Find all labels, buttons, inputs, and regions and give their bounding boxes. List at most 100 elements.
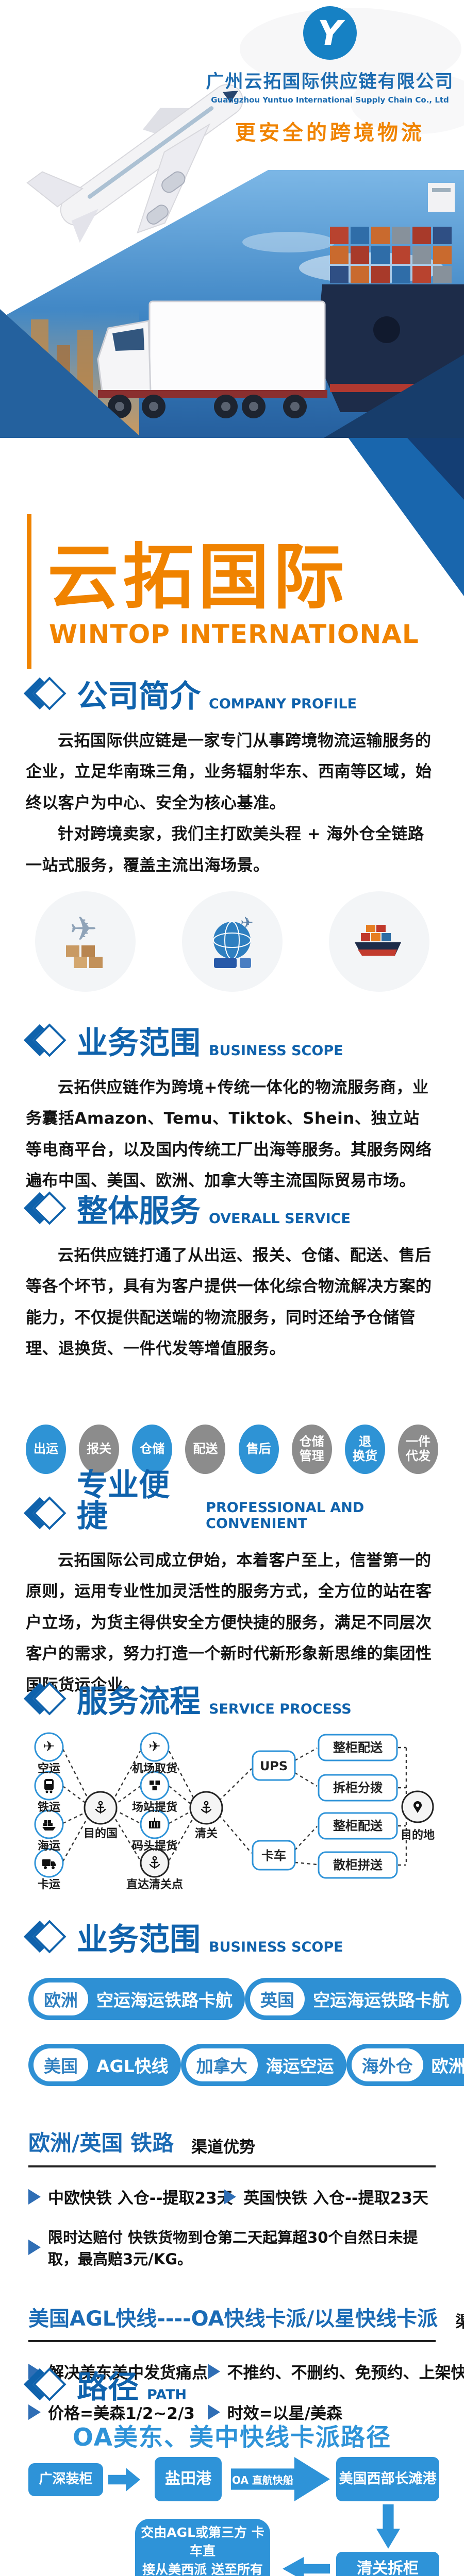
scope-pill: 英国 空运海运铁路卡航 [245,1978,461,2020]
svg-text:✈: ✈ [70,910,97,948]
poster-title-en: WINTOP INTERNATIONAL [49,619,419,649]
service-badge: 出运 [26,1425,66,1474]
logo-letter: Y [318,13,342,53]
section-heading: 专业便捷 PROFESSIONAL AND CONVENIENT [23,1470,464,1532]
section-title-en: BUSINESS SCOPE [209,1042,343,1059]
rail-advantage: 欧洲/英国 铁路 渠道优势 中欧快铁 入仓--提取23天 英国快铁 入仓--提取… [28,2126,436,2269]
service-process-diagram: ✈ [34,1732,435,1891]
pill-desc: 空运海运铁路卡航 [96,1990,233,2010]
svg-text:整柜配送: 整柜配送 [333,1740,383,1755]
sea-freight-image [328,891,429,992]
divider [28,2340,436,2342]
service-badges-row: 出运 报关 仓储 配送 售后 仓储 管理 退 换货 一件 代发 [26,1425,438,1474]
triangle-bullet-icon [28,2240,41,2255]
global-transport-image: ✈ [181,891,283,992]
poster-title-cn: 云拓国际 [47,536,349,619]
triangle-bullet-icon [224,2189,237,2205]
svg-text:码头提货: 码头提货 [132,1839,177,1853]
section-title-en: OVERALL SERVICE [209,1210,351,1227]
section-company-profile: 公司简介 COMPANY PROFILE 云拓国际供应链是一家专门从事跨境物流运… [0,670,464,891]
bullet-item: 价格=美森1/2~2/3 [28,2400,208,2424]
hero-photo-collage [0,0,464,438]
scope-pills-row-2: 美国 AGL快线 加拿大 海运空运 海外仓 欧洲美国 [28,2044,464,2086]
hero: Y 广州云拓国际供应链有限公司 Guangzhou Yuntuo Interna… [0,0,464,438]
pill-region: 海外仓 [351,2048,423,2081]
section-title-en: PROFESSIONAL AND CONVENIENT [206,1499,364,1532]
section-heading: 业务范围 BUSINESS SCOPE [23,1918,464,1958]
section-title-cn: 整体服务 [77,1193,201,1229]
bullet-item: 限时达赔付 快铁货物到仓第二天起算超30个自然日未提取，最高赔3元/KG。 [28,2226,436,2269]
service-badge: 报关 [79,1425,120,1474]
section-professional: 专业便捷 PROFESSIONAL AND CONVENIENT 云拓国际公司成… [0,1470,464,1694]
scope-pills-row-1: 欧洲 空运海运铁路卡航 英国 空运海运铁路卡航 [28,1978,461,2020]
title-band: 云拓国际 WINTOP INTERNATIONAL [0,438,464,670]
transport-mode-nodes: 空运 铁运 海运 卡运 [34,1732,64,1891]
bullet-item: 英国快铁 入仓--提取23天 [224,2185,428,2208]
section-heading: 整体服务 OVERALL SERVICE [23,1190,464,1229]
svg-text:散柜拼送: 散柜拼送 [333,1858,383,1872]
section-channel-advantages: 欧洲/英国 铁路 渠道优势 中欧快铁 入仓--提取23天 英国快铁 入仓--提取… [0,2126,464,2423]
plane-boxes-icon: ✈ [66,910,103,968]
company-slogan: 更安全的跨境物流 [235,121,425,145]
profile-paragraph-2: 针对跨境卖家，我们主打欧美头程 + 海外仓全链路一站式服务，覆盖主流出海场景。 [26,825,424,875]
orange-bar-decoration [27,514,31,669]
section-title-cn: 公司简介 [77,679,201,715]
arrow-label: OA 直航快船 [231,2473,293,2486]
customs-node: 清关 [189,1791,223,1840]
svg-text:目的国: 目的国 [84,1827,118,1840]
profile-image-row: ✈ ✈ [0,891,464,992]
svg-text:目的地: 目的地 [401,1828,435,1842]
svg-text:清关: 清关 [195,1827,218,1840]
carrier-nodes: UPS 卡车 [252,1750,296,1871]
section-title-en: BUSINESS SCOPE [209,1939,343,1955]
bullet-item: 不推约、不删约、免预约、上架快 [207,2360,464,2383]
flow-step: 美国西部长滩港 [336,2457,439,2501]
company-logo: Y [303,6,357,60]
service-badge: 配送 [185,1425,226,1474]
scope-pill: 加拿大 海运空运 [180,2044,346,2086]
triangle-bullet-icon [28,2404,41,2420]
section-heading: 公司简介 COMPANY PROFILE [23,675,464,715]
service-badge: 退 换货 [344,1425,385,1474]
section-title-cn: 业务范围 [77,1922,201,1958]
airplane-photo [26,84,243,243]
flow-final-box: 交由AGL或第三方 卡车直 接从美西派 送至所有 FBA仓（卫星仓险外） [135,2519,270,2576]
pill-desc: 海运空运 [266,2056,334,2076]
section-title-cn: 专业便捷 [77,1467,170,1534]
company-name-en: Guangzhou Yuntuo International Supply Ch… [211,95,449,105]
triangle-bullet-icon [207,2363,220,2379]
pill-desc: 欧洲美国 [431,2056,464,2076]
arrow-with-label-icon: OA 直航快船 [231,2457,330,2501]
advantage-tag: 渠道优势 [455,2313,464,2331]
svg-text:卡运: 卡运 [38,1878,60,1891]
section-title-cn: 服务流程 [77,1684,201,1720]
flow-step: 清关拆柜 [336,2552,439,2576]
svg-text:UPS: UPS [260,1759,288,1773]
section-path: 路径 PATH OA美东、美中快线卡派路径 广深装柜 盐田港 OA 直航快船 美… [0,2366,464,2576]
air-freight-image: ✈ [35,891,136,992]
section-title-cn: 路径 [77,2369,139,2405]
service-badge: 售后 [238,1425,279,1474]
pill-desc: AGL快线 [96,2056,169,2076]
section-title-en: COMPANY PROFILE [209,696,357,712]
svg-text:拆柜分拨: 拆柜分拨 [333,1781,383,1795]
delivery-option-nodes: 整柜配送 拆柜分拨 整柜配送 散柜拼送 [318,1734,398,1879]
company-name-cn: 广州云拓国际供应链有限公司 [206,72,454,92]
advantage-tag: 渠道优势 [191,2138,255,2157]
bullet-item: 解决美东美中发货痛点 [28,2360,208,2383]
scope-pill: 海外仓 欧洲美国 [346,2044,464,2086]
scope-pill: 美国 AGL快线 [28,2044,181,2086]
svg-text:场站提货: 场站提货 [132,1801,177,1814]
pill-region: 欧洲 [34,1982,88,2015]
svg-text:海运: 海运 [38,1839,60,1853]
scope-pill: 欧洲 空运海运铁路卡航 [28,1978,245,2020]
svg-text:卡车: 卡车 [261,1849,286,1863]
arrow-right-icon [108,2468,140,2492]
pill-region: 加拿大 [186,2048,258,2081]
section-heading: 路径 PATH [23,2366,464,2405]
service-badge: 仓储 [132,1425,173,1474]
service-badge: 一件 代发 [397,1425,438,1474]
arrow-left-icon [283,2557,330,2576]
pickup-nodes: 机场取货 场站提货 码头提货 直达清关点 [126,1732,183,1891]
